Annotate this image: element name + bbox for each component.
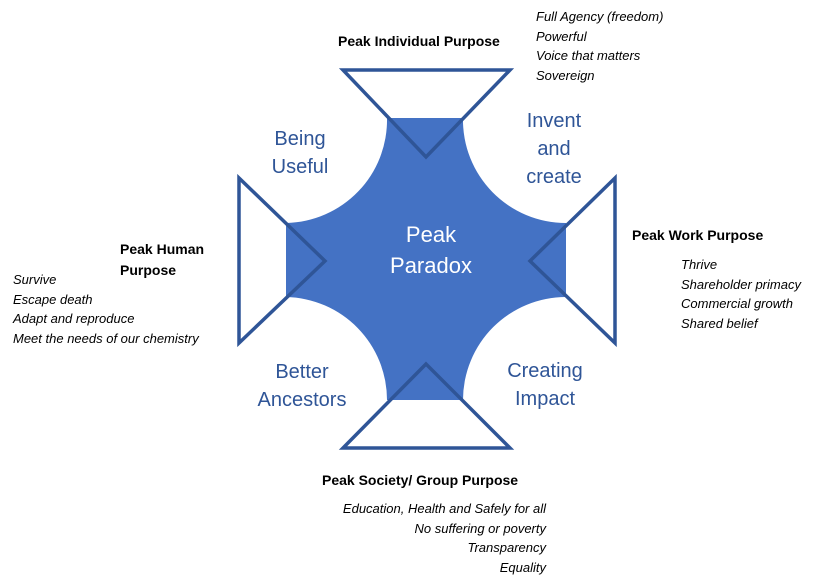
peak-human-title: Peak Human Purpose [120, 241, 205, 278]
peak-society-title: Peak Society/ Group Purpose [322, 472, 519, 488]
bottom-triangle [338, 361, 515, 450]
right-triangle [527, 173, 617, 348]
quadrant-label-creating-impact: Creating Impact [507, 360, 583, 410]
center-shape [286, 118, 566, 400]
top-triangle [338, 68, 515, 160]
peak-society-list: Education, Health and Safely for all No … [342, 501, 546, 575]
left-triangle [237, 173, 328, 348]
peak-work-title: Peak Work Purpose [632, 227, 764, 243]
peak-work-list: Thrive Shareholder primacy Commercial gr… [681, 257, 801, 331]
quadrant-label-being-useful: Being Useful [271, 128, 329, 178]
quadrant-label-invent-create: Invent and create [526, 110, 582, 188]
peak-individual-title: Peak Individual Purpose [338, 33, 500, 49]
peak-human-list: Survive Escape death Adapt and reproduce… [13, 272, 199, 346]
center-label: Peak Paradox [390, 222, 472, 278]
quadrant-label-better-ancestors: Better Ancestors [257, 361, 347, 411]
peak-individual-list: Full Agency (freedom) Powerful Voice tha… [536, 9, 664, 83]
